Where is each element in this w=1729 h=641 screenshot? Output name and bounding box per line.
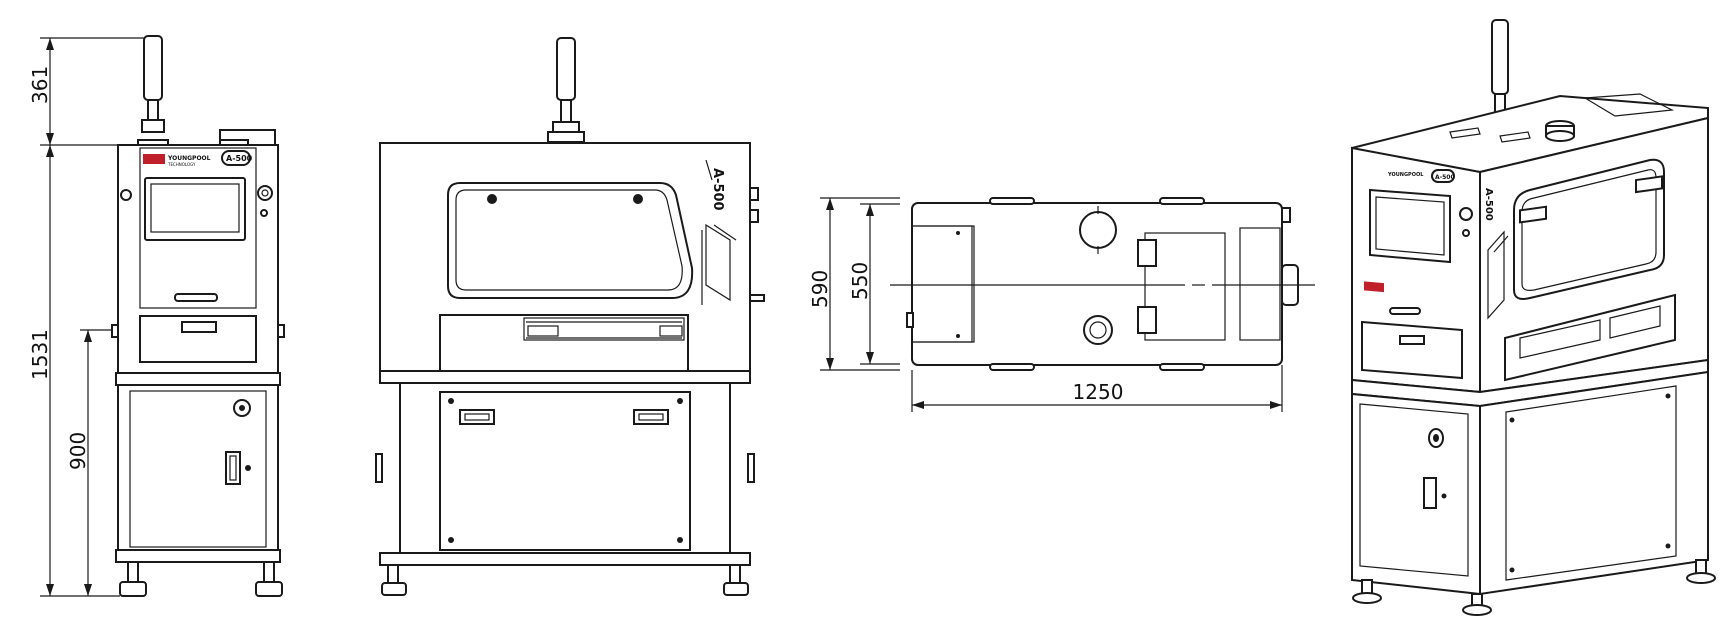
model-iso-side-label: A-500 [1483,188,1494,221]
dim-label-590: 590 [808,270,832,308]
brand-logo [143,154,165,164]
brand-name-iso: YOUNGPOOL [1387,172,1424,178]
dim-label-1250: 1250 [1073,380,1124,404]
top-view: 590 550 1250 [808,197,1315,412]
dim-label-550: 550 [848,262,872,300]
model-side-label: A-500 [710,168,725,211]
iso-lower-side [1479,370,1709,596]
touch-screen [144,177,246,241]
iso-lower-front [1351,392,1481,596]
side-view: A-500 [375,37,765,596]
view-window [447,182,694,299]
beacon-tower-iso [1491,19,1509,95]
beacon-tower [143,35,163,101]
dim-label-900: 900 [66,432,90,470]
brand-logo-iso [1364,281,1384,293]
front-view: 361 1531 900 YOUNGPOOL TECHNOLOGY A-500 [28,35,285,597]
isometric-view: YOUNGPOOL A-500 A-500 [1351,19,1716,616]
model-iso-badge: A-500 [1435,174,1455,181]
dim-label-361: 361 [28,66,52,104]
brand-name: YOUNGPOOL [167,155,211,162]
cabinet-lower [117,384,279,551]
beacon-tower-side [556,37,576,101]
dimension-height-lines [40,37,160,597]
touch-screen-iso [1369,188,1451,264]
model-front-badge: A-500 [226,154,253,163]
dim-label-1531: 1531 [28,329,52,380]
brand-sub: TECHNOLOGY [167,162,196,167]
view-window-iso [1513,158,1665,300]
drawer-iso [1361,320,1463,380]
